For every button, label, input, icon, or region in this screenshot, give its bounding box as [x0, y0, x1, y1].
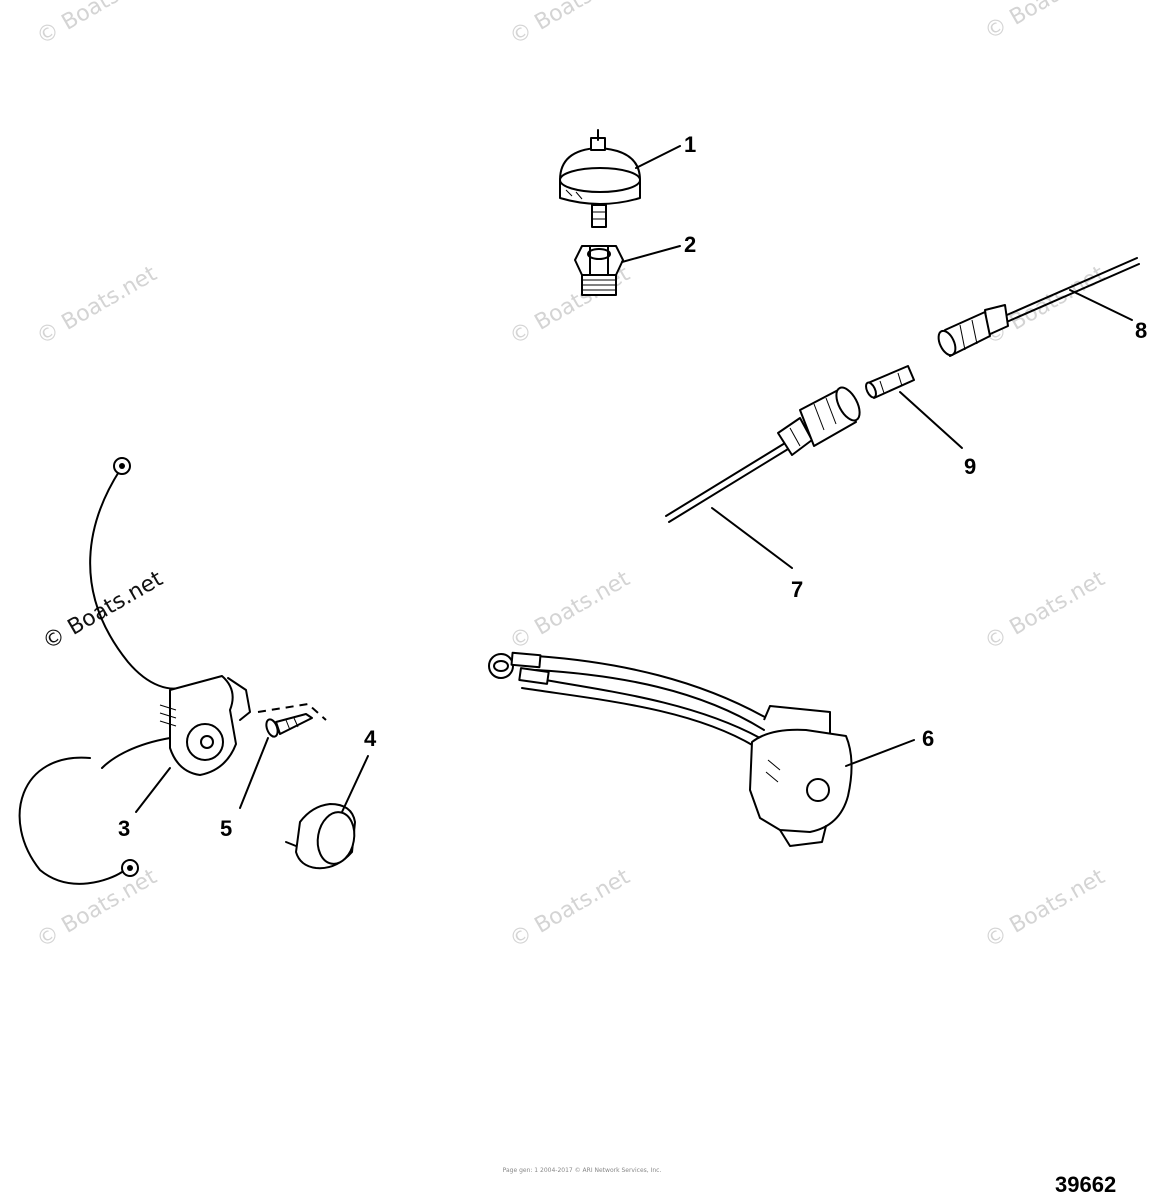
part-3-coil-assembly[interactable] — [18, 457, 251, 885]
part-2-adapter[interactable] — [574, 245, 624, 296]
watermark: © Boats.net — [33, 261, 162, 350]
diagram-number: 39662 — [1055, 1172, 1116, 1197]
watermark: © Boats.net — [39, 566, 168, 655]
part-5-screw[interactable] — [257, 702, 327, 738]
leader-7 — [711, 507, 793, 569]
copyright-footer: Page gen: 1 2004-2017 © ARI Network Serv… — [503, 1167, 662, 1174]
callout-9: 9 — [964, 454, 976, 479]
part-1-switch[interactable] — [559, 129, 641, 228]
callout-2: 2 — [684, 232, 696, 257]
watermark: © Boats.net — [981, 864, 1110, 953]
callout-6: 6 — [922, 726, 934, 751]
watermark: © Boats.net — [506, 566, 635, 655]
leader-4 — [341, 755, 369, 813]
callout-1: 1 — [684, 132, 696, 157]
callout-3: 3 — [118, 816, 130, 841]
leader-6 — [845, 739, 915, 767]
leader-1 — [635, 145, 681, 169]
callout-7: 7 — [791, 577, 803, 602]
leader-2 — [621, 245, 681, 263]
leader-3 — [135, 767, 171, 813]
watermarks: © Boats.net © Boats.net © Boats.net © Bo… — [33, 0, 1110, 953]
part-8-connector-wire[interactable] — [935, 257, 1140, 358]
watermark: © Boats.net — [506, 864, 635, 953]
part-9-fuse[interactable] — [864, 365, 915, 399]
watermark: © Boats.net — [506, 0, 635, 50]
callout-5: 5 — [220, 816, 232, 841]
callout-4: 4 — [364, 726, 377, 751]
part-4-cover[interactable] — [285, 803, 358, 870]
watermark: © Boats.net — [981, 0, 1110, 45]
leader-8 — [1069, 289, 1133, 321]
leader-5 — [239, 737, 269, 809]
part-7-connector-wire[interactable] — [665, 384, 864, 523]
watermark: © Boats.net — [33, 0, 162, 50]
leader-9 — [899, 391, 963, 449]
part-6-coil-assembly[interactable] — [488, 651, 853, 847]
callout-8: 8 — [1135, 318, 1147, 343]
watermark: © Boats.net — [981, 566, 1110, 655]
